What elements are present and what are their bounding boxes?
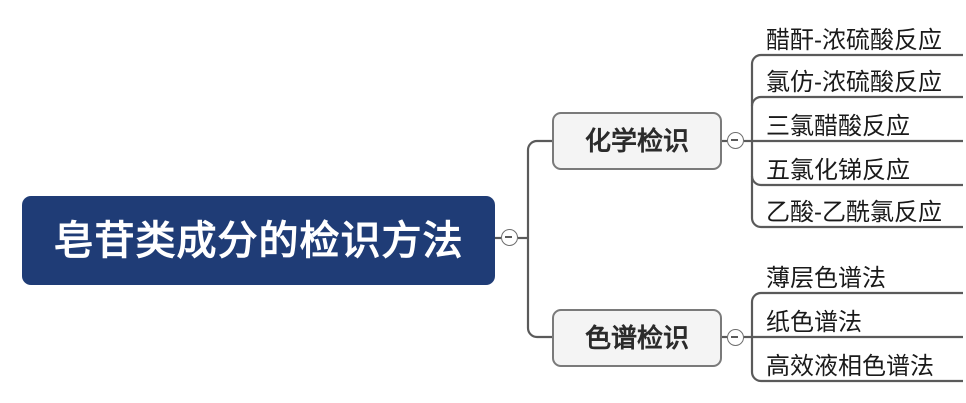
leaf-node-label: 五氯化锑反应 [766,156,910,184]
leaf-node-label: 乙酸-乙酰氯反应 [766,198,942,226]
leaf-node[interactable]: 高效液相色谱法 [752,341,963,381]
leaf-node-label: 纸色谱法 [766,308,862,336]
leaf-node[interactable]: 薄层色谱法 [752,253,963,293]
leaf-node[interactable]: 五氯化锑反应 [752,145,963,185]
leaf-node-label: 醋酐-浓硫酸反应 [766,26,942,54]
leaf-node[interactable]: 乙酸-乙酰氯反应 [752,187,963,227]
branch-node-chemical[interactable]: 化学检识 [552,112,722,170]
root-node-label: 皂苷类成分的检识方法 [53,218,464,263]
root-node[interactable]: 皂苷类成分的检识方法 [22,196,495,285]
leaf-node[interactable]: 三氯醋酸反应 [752,101,963,141]
branch-chromatography-collapse-toggle-icon[interactable] [727,329,744,346]
branch-node-chromatography-label: 色谱检识 [584,323,689,353]
branch-chemical-collapse-toggle-icon[interactable] [727,132,744,149]
leaf-node[interactable]: 氯仿-浓硫酸反应 [752,57,963,97]
root-collapse-toggle-icon[interactable] [501,229,518,246]
leaf-node-label: 高效液相色谱法 [766,352,934,380]
leaf-node[interactable]: 醋酐-浓硫酸反应 [752,15,963,55]
leaf-node[interactable]: 纸色谱法 [752,297,963,337]
branch-node-chromatography[interactable]: 色谱检识 [552,309,722,367]
branch-chemical-elbow [526,139,552,151]
leaf-node-label: 三氯醋酸反应 [766,112,910,140]
leaf-node-label: 氯仿-浓硫酸反应 [766,68,942,96]
leaf-node-label: 薄层色谱法 [766,264,886,292]
branch-chromo-elbow [526,327,552,339]
branch-node-chemical-label: 化学检识 [584,126,689,156]
